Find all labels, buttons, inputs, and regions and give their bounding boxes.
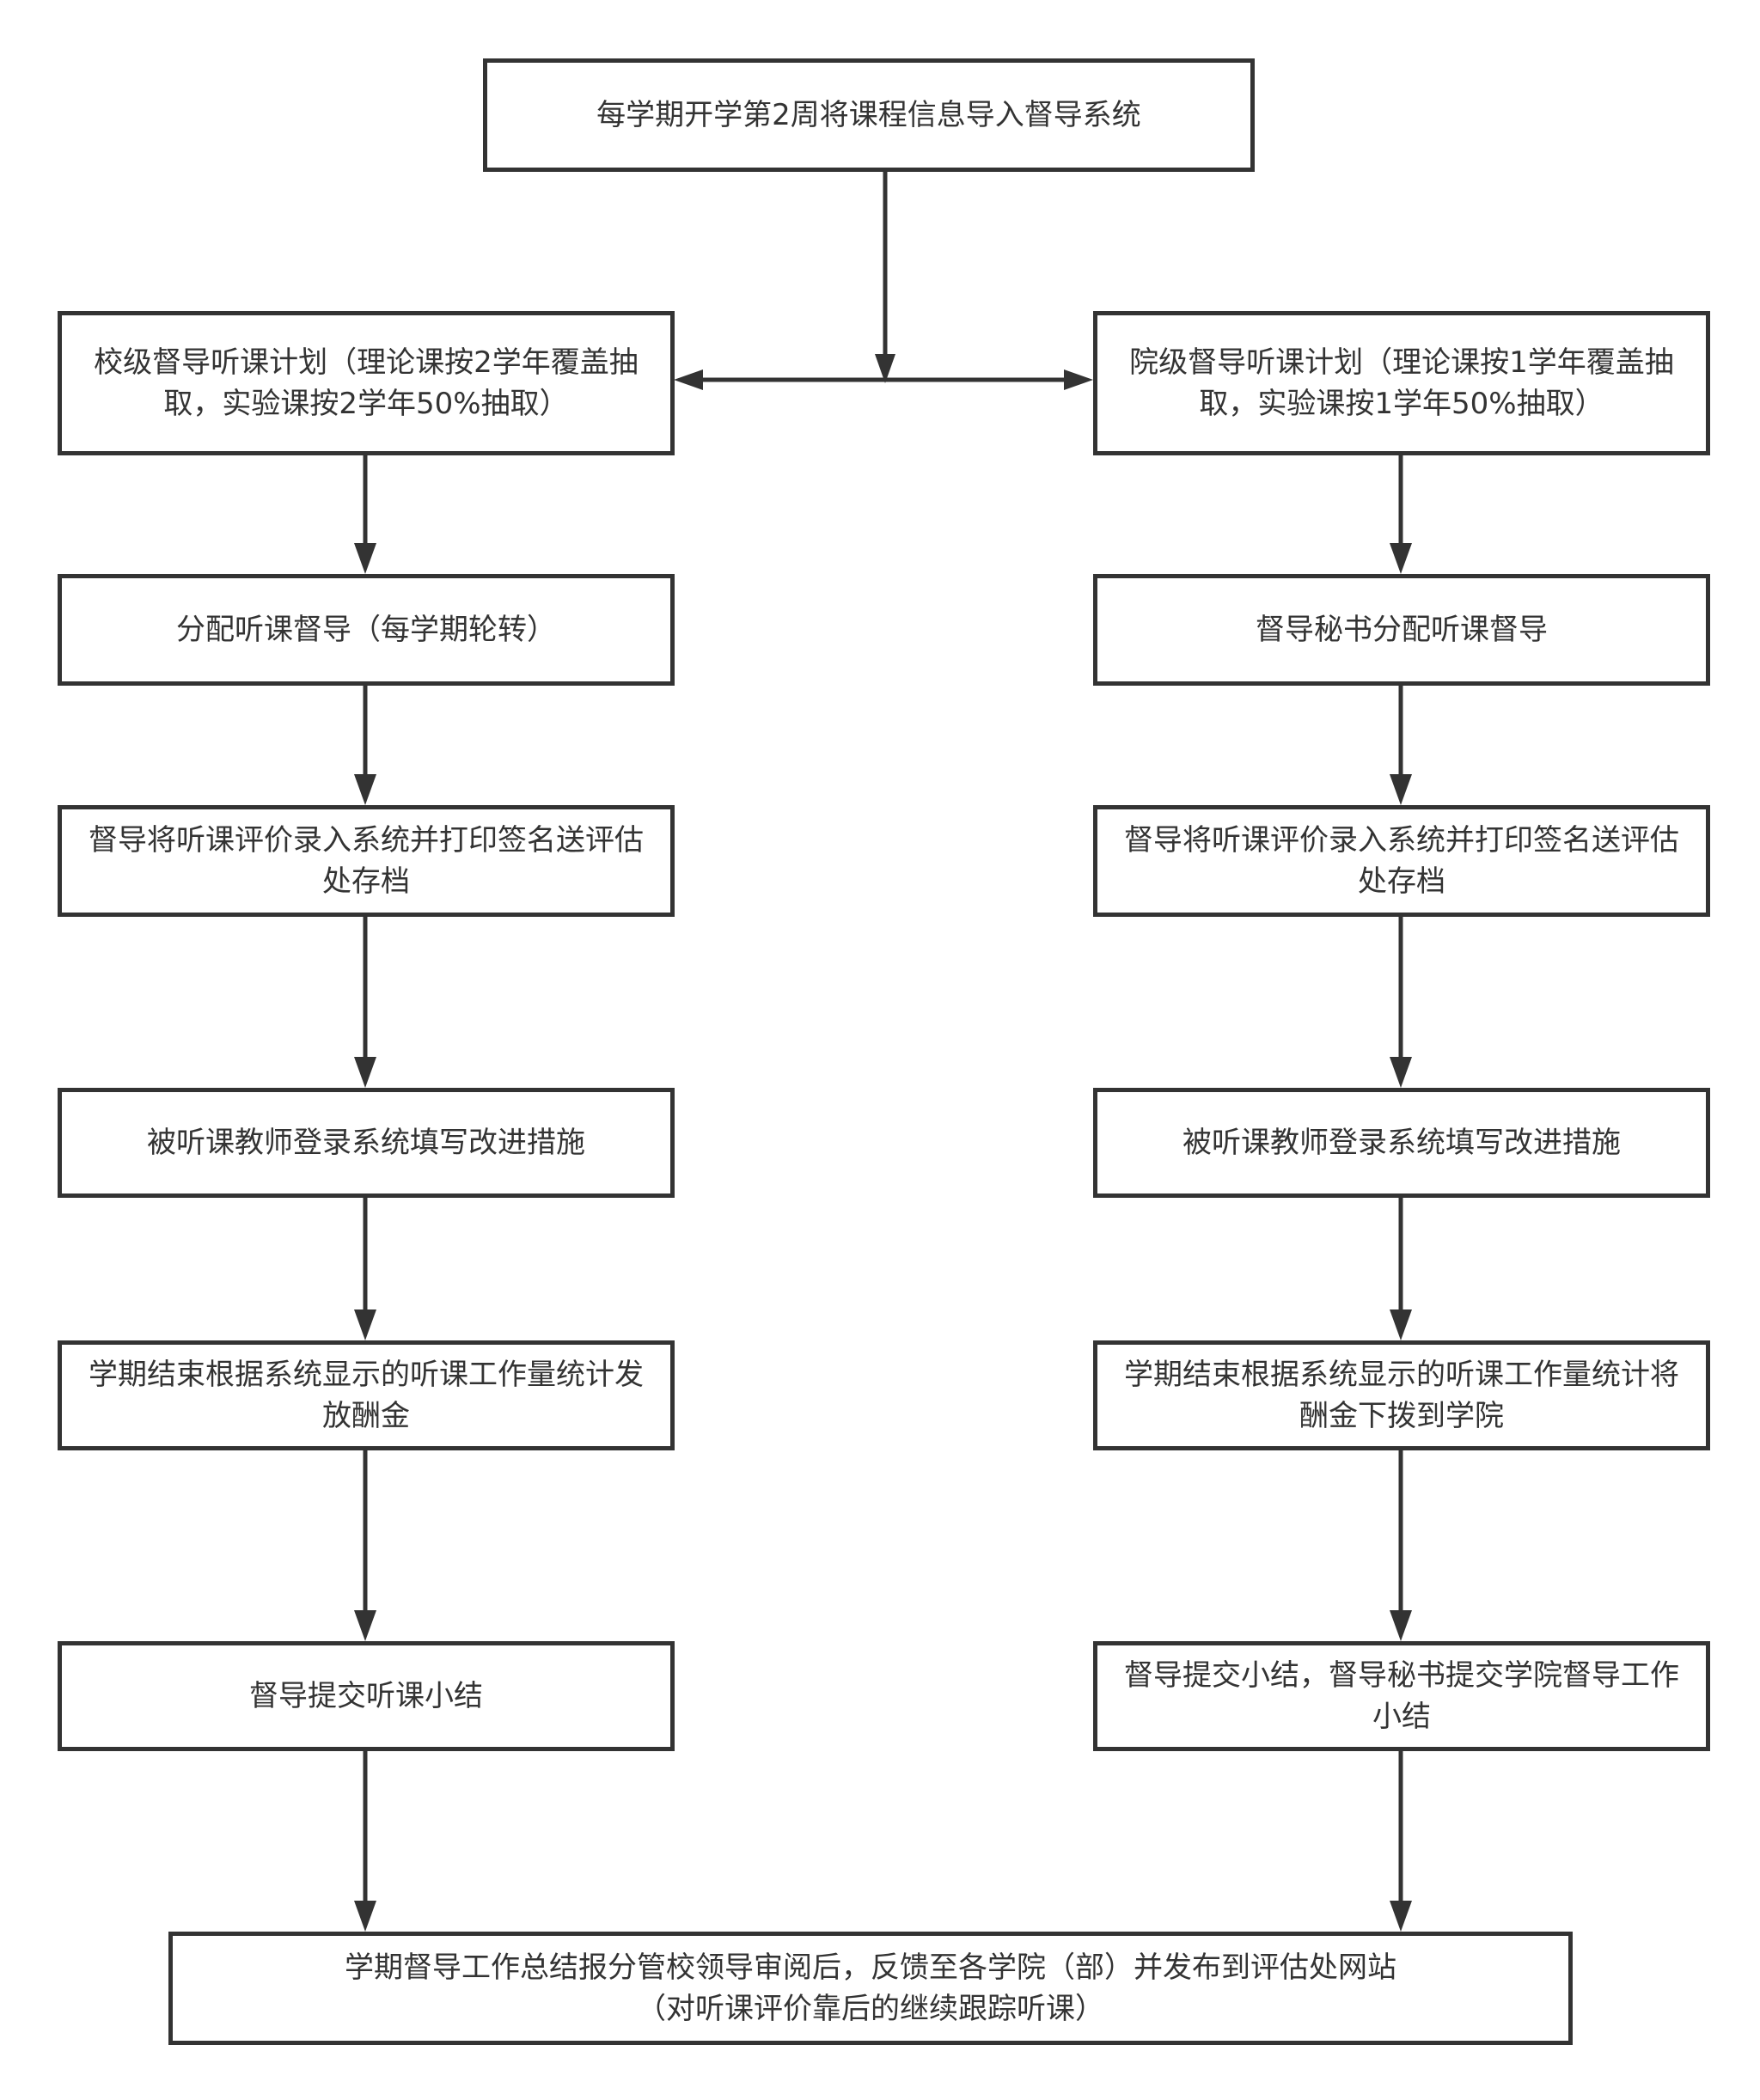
arrowhead-split — [875, 354, 895, 383]
node-school-assign: 分配听课督导（每学期轮转） — [58, 574, 675, 686]
node-school-teacher-label: 被听课教师登录系统填写改进措施 — [147, 1126, 585, 1160]
arrowhead-right-3 — [1390, 1057, 1412, 1088]
node-school-assign-label: 分配听课督导（每学期轮转） — [176, 613, 556, 647]
node-college-assign: 督导秘书分配听课督导 — [1093, 574, 1710, 686]
arrowhead-right-5 — [1390, 1610, 1412, 1641]
node-college-summary: 督导提交小结，督导秘书提交学院督导工作小结 — [1093, 1641, 1710, 1751]
node-school-record-label: 督导将听课评价录入系统并打印签名送评估处存档 — [89, 823, 644, 899]
node-final-summary: 学期督导工作总结报分管校领导审阅后，反馈至各学院（部）并发布到评估处网站 （对听… — [168, 1932, 1573, 2045]
node-college-pay-label: 学期结束根据系统显示的听课工作量统计将酬金下拨到学院 — [1124, 1358, 1679, 1433]
node-school-plan-label: 校级督导听课计划（理论课按2学年覆盖抽取，实验课按2学年50%抽取） — [94, 345, 639, 421]
node-school-record: 督导将听课评价录入系统并打印签名送评估处存档 — [58, 805, 675, 917]
node-final-summary-line1: 学期督导工作总结报分管校领导审阅后，反馈至各学院（部）并发布到评估处网站 — [345, 1950, 1396, 1985]
node-college-assign-label: 督导秘书分配听课督导 — [1256, 613, 1548, 647]
node-school-summary: 督导提交听课小结 — [58, 1641, 675, 1751]
node-school-pay-label: 学期结束根据系统显示的听课工作量统计发放酬金 — [89, 1358, 644, 1433]
arrowhead-left-3 — [354, 1057, 376, 1088]
node-college-teacher: 被听课教师登录系统填写改进措施 — [1093, 1088, 1710, 1198]
arrowhead-right-plan — [1064, 369, 1093, 390]
arrowhead-right-6 — [1390, 1901, 1412, 1932]
arrowhead-left-2 — [354, 774, 376, 805]
node-college-plan: 院级督导听课计划（理论课按1学年覆盖抽取，实验课按1学年50%抽取） — [1093, 311, 1710, 455]
node-college-pay: 学期结束根据系统显示的听课工作量统计将酬金下拨到学院 — [1093, 1340, 1710, 1450]
node-school-teacher: 被听课教师登录系统填写改进措施 — [58, 1088, 675, 1198]
arrowhead-left-6 — [354, 1901, 376, 1932]
node-school-summary-label: 督导提交听课小结 — [249, 1679, 483, 1713]
node-import-course-info-label: 每学期开学第2周将课程信息导入督导系统 — [596, 98, 1141, 132]
arrowhead-left-4 — [354, 1309, 376, 1340]
node-final-summary-line2: （对听课评价靠后的继续跟踪听课） — [637, 1992, 1104, 2026]
node-college-plan-label: 院级督导听课计划（理论课按1学年覆盖抽取，实验课按1学年50%抽取） — [1129, 345, 1674, 421]
node-school-pay: 学期结束根据系统显示的听课工作量统计发放酬金 — [58, 1340, 675, 1450]
node-school-plan: 校级督导听课计划（理论课按2学年覆盖抽取，实验课按2学年50%抽取） — [58, 311, 675, 455]
node-college-record-label: 督导将听课评价录入系统并打印签名送评估处存档 — [1124, 823, 1679, 899]
node-college-teacher-label: 被听课教师登录系统填写改进措施 — [1182, 1126, 1621, 1160]
arrowhead-right-2 — [1390, 774, 1412, 805]
arrowhead-right-4 — [1390, 1309, 1412, 1340]
arrowhead-left-plan — [674, 369, 703, 390]
arrowhead-right-1 — [1390, 543, 1412, 574]
node-college-summary-label: 督导提交小结，督导秘书提交学院督导工作小结 — [1124, 1658, 1679, 1734]
node-import-course-info: 每学期开学第2周将课程信息导入督导系统 — [483, 58, 1255, 172]
arrowhead-left-1 — [354, 543, 376, 574]
arrowhead-left-5 — [354, 1610, 376, 1641]
node-college-record: 督导将听课评价录入系统并打印签名送评估处存档 — [1093, 805, 1710, 917]
